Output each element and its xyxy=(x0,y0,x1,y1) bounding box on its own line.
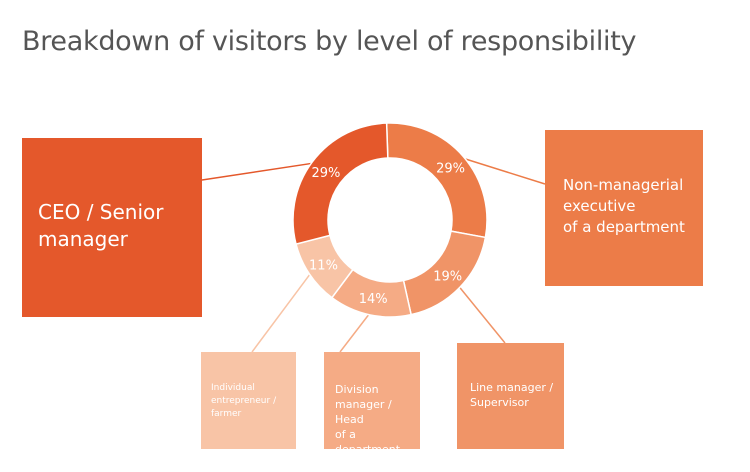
slice-labels: 29% 19% 14% 11% 29% xyxy=(309,162,465,308)
slice-label-non-managerial: 29% xyxy=(436,162,465,177)
category-box-ceo: CEO / Senior manager xyxy=(22,138,202,317)
donut-slices xyxy=(292,122,488,318)
category-label-ceo: CEO / Senior manager xyxy=(38,200,164,251)
category-box-line-manager: Line manager / Supervisor xyxy=(457,343,564,449)
category-label-division-manager: Division manager / Head of a department xyxy=(335,383,401,456)
connector-line-line-manager xyxy=(457,285,506,344)
category-box-division-manager: Division manager / Head of a department xyxy=(324,352,420,456)
connector-line-individual xyxy=(251,272,312,353)
category-label-individual: Individual entrepreneur / farmer xyxy=(211,383,277,419)
slice-label-line-manager: 19% xyxy=(433,269,462,284)
connector-line-division-manager xyxy=(339,312,371,353)
donut-slice-non-managerial xyxy=(385,122,488,239)
category-label-non-managerial: Non-managerial executive of a department xyxy=(563,176,685,236)
category-box-individual: Individual entrepreneur / farmer xyxy=(201,352,296,449)
connector-lines xyxy=(201,157,546,353)
slice-label-ceo: 29% xyxy=(312,166,341,181)
category-label-line-manager: Line manager / Supervisor xyxy=(470,381,554,409)
category-box-non-managerial: Non-managerial executive of a department xyxy=(545,130,703,286)
connector-line-ceo xyxy=(201,162,315,181)
connector-line-non-managerial xyxy=(461,157,546,185)
donut-slice-ceo xyxy=(292,122,389,245)
slice-label-division-manager: 14% xyxy=(359,292,388,307)
slice-label-individual: 11% xyxy=(309,258,338,273)
chart-title: Breakdown of visitors by level of respon… xyxy=(22,26,637,57)
